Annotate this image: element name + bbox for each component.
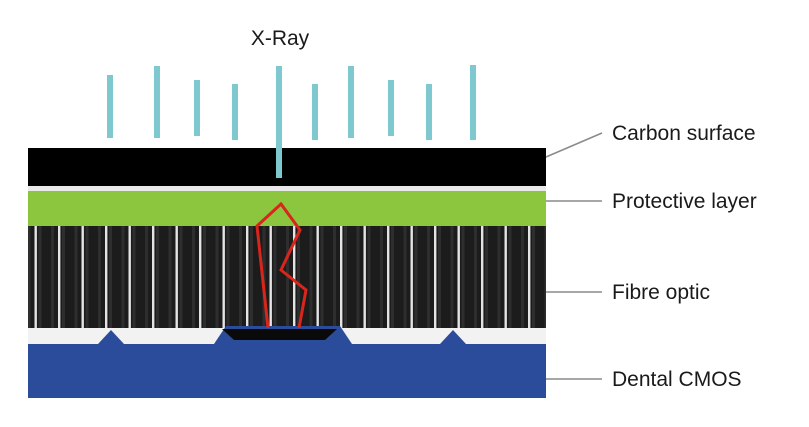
- xray-ray: [232, 84, 238, 140]
- xray-ray: [194, 80, 200, 136]
- xray-ray: [107, 75, 113, 138]
- xray-ray: [276, 66, 282, 140]
- light-scatter-path: [255, 201, 308, 329]
- xray-ray: [312, 84, 318, 140]
- xray-title: X-Ray: [251, 27, 310, 50]
- xray-ray: [426, 84, 432, 140]
- xray-ray: [154, 66, 160, 138]
- leader-lines: [545, 132, 603, 380]
- label-fibre-optic: Fibre optic: [612, 281, 710, 304]
- xray-ray: [470, 65, 476, 140]
- label-protective-layer: Protective layer: [612, 190, 757, 213]
- layer-separator: [28, 186, 546, 191]
- label-dental-cmos: Dental CMOS: [612, 368, 742, 391]
- carbon-surface-layer: [28, 148, 546, 186]
- xray-rays: [107, 65, 476, 140]
- label-carbon-surface: Carbon surface: [612, 122, 756, 145]
- cmos-pixel-pad: [222, 329, 337, 340]
- cmos-bump: [440, 330, 466, 344]
- xray-ray: [388, 80, 394, 136]
- penetrating-ray: [276, 140, 282, 178]
- cmos-bump: [98, 330, 124, 344]
- protective-layer: [28, 191, 546, 226]
- dental-cmos-layer: [28, 344, 546, 398]
- fibre-optic-layer: [28, 226, 546, 328]
- xray-ray: [348, 66, 354, 138]
